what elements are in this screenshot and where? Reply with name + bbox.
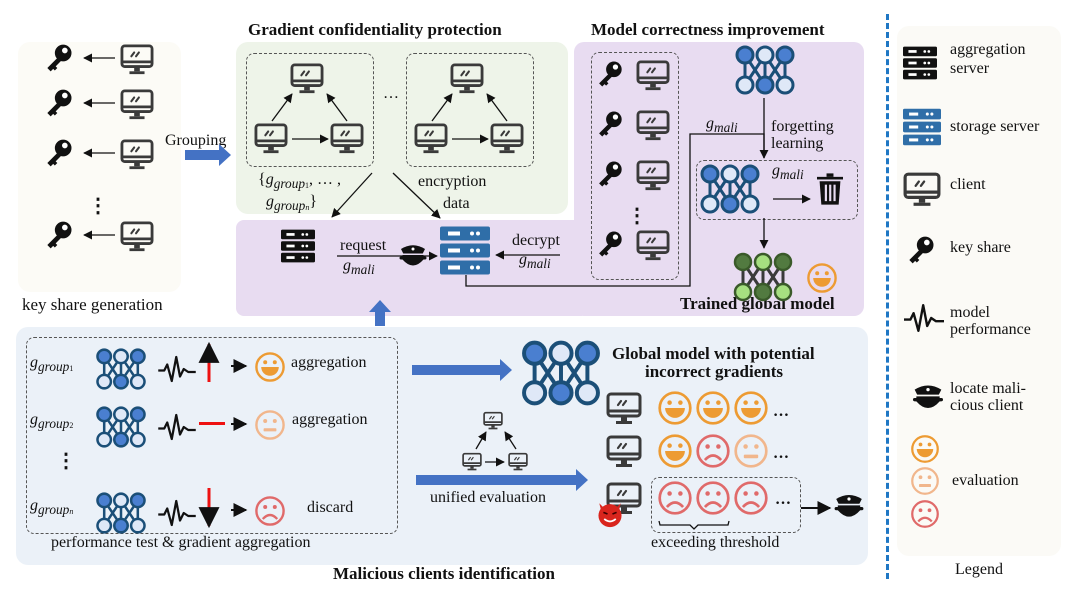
row-ellipsis: ⋮: [56, 450, 76, 472]
row2-g: g: [30, 411, 38, 428]
legend-evaluation-label: evaluation: [952, 472, 1019, 489]
group-sym-1: g: [265, 171, 274, 188]
request-gmali: gmali: [343, 257, 375, 278]
brace-open: {: [258, 171, 266, 188]
row2-idx: 2: [69, 421, 74, 431]
legend-storage-server-label: storage server: [950, 118, 1040, 135]
request-g-sub: mali: [351, 262, 375, 278]
row1-sub: group: [38, 359, 70, 375]
request-label: request: [340, 237, 387, 254]
row1-g: g: [30, 354, 38, 371]
encryption-label-2: data: [443, 195, 470, 212]
row2-sub: group: [38, 416, 70, 432]
client-group-n-box: [406, 53, 534, 167]
legend-label-line: aggregation: [950, 41, 1026, 58]
encryption-label-1: encryption: [418, 173, 487, 190]
performance-test-box: [26, 337, 398, 534]
group-idx-1: 1: [305, 181, 310, 191]
key-share-caption: key share generation: [22, 295, 163, 314]
legend-aggregation-server-label: aggregation server: [950, 41, 1026, 78]
client-keys-ellipsis: ⋮: [627, 205, 647, 227]
eval-row1-more: …: [773, 403, 789, 420]
rown-sub: group: [38, 502, 70, 518]
gmali-trash-label: gmali: [772, 162, 804, 183]
legend-client-label: client: [950, 176, 986, 193]
group-idx-n: n: [305, 203, 310, 213]
legend-label-line: server: [950, 59, 990, 77]
unified-caption: unified evaluation: [430, 489, 546, 506]
gmali-sub: mali: [714, 120, 738, 136]
rown-g: g: [30, 497, 38, 514]
eval-row3-more: …: [775, 491, 791, 508]
threshold-caption: exceeding threshold: [651, 534, 780, 551]
trained-global-model-caption: Trained global model: [680, 294, 835, 313]
group-set-label: {ggroup1, … ,: [258, 171, 342, 192]
client-group-1-box: [246, 53, 374, 167]
decrypt-gmali: gmali: [519, 251, 551, 272]
row1-result: aggregation: [291, 354, 367, 371]
group-sub-n: group: [274, 198, 306, 214]
gmali-trash-sub: mali: [780, 167, 804, 183]
group-sub-1: group: [273, 176, 306, 192]
eval-row2-more: …: [773, 445, 789, 462]
gmali-trash-g: g: [772, 162, 780, 179]
model-correctness-title: Model correctness improvement: [591, 20, 825, 39]
legend-label-line: performance: [950, 320, 1031, 338]
group-sym-n: g: [266, 193, 274, 210]
perf-caption: performance test & gradient aggregation: [51, 534, 311, 551]
forgetting-label-1: forgetting: [771, 118, 834, 135]
row1-idx: 1: [69, 364, 74, 374]
key-ellipsis: ⋮: [88, 195, 108, 217]
decrypt-label: decrypt: [512, 232, 560, 249]
decrypt-g: g: [519, 251, 527, 268]
rown-result: discard: [307, 499, 354, 516]
brace-close: }: [309, 193, 318, 210]
global-model-caption-line1: Global model with potential: [612, 344, 815, 363]
legend-caption: Legend: [955, 561, 1003, 578]
legend-label-line: locate mali-: [950, 380, 1026, 397]
client-keys-box: [591, 52, 679, 280]
legend-label-line: cious client: [950, 396, 1024, 414]
rown-gradient: ggroupn: [30, 497, 74, 518]
legend-key-share-label: key share: [950, 239, 1011, 256]
gradient-confidentiality-title: Gradient confidentiality protection: [248, 20, 502, 39]
global-model-caption-line2: incorrect gradients: [645, 362, 784, 381]
legend-model-performance-label: model performance: [950, 304, 1031, 339]
group-mid: , … ,: [309, 171, 342, 188]
row1-gradient: ggroup1: [30, 354, 74, 375]
threshold-box: [651, 477, 801, 533]
ellipsis: …: [383, 85, 399, 102]
group-set-label-2: ggroupn}: [266, 193, 318, 214]
key-share-panel: [18, 42, 181, 292]
rown-idx: n: [69, 507, 74, 517]
forgetting-label-2: learning: [771, 135, 824, 152]
malicious-identification-title: Malicious clients identification: [333, 564, 555, 583]
legend-police-label: locate mali- cious client: [950, 380, 1026, 415]
row2-gradient: ggroup2: [30, 411, 74, 432]
request-g: g: [343, 257, 351, 274]
grouping-label: Grouping: [165, 132, 227, 149]
legend-divider: [886, 14, 889, 579]
decrypt-g-sub: mali: [527, 256, 551, 272]
gmali-g: g: [706, 115, 714, 132]
gmali-label: gmali: [706, 115, 738, 136]
row2-result: aggregation: [292, 411, 368, 428]
legend-label-line: model: [950, 304, 990, 321]
